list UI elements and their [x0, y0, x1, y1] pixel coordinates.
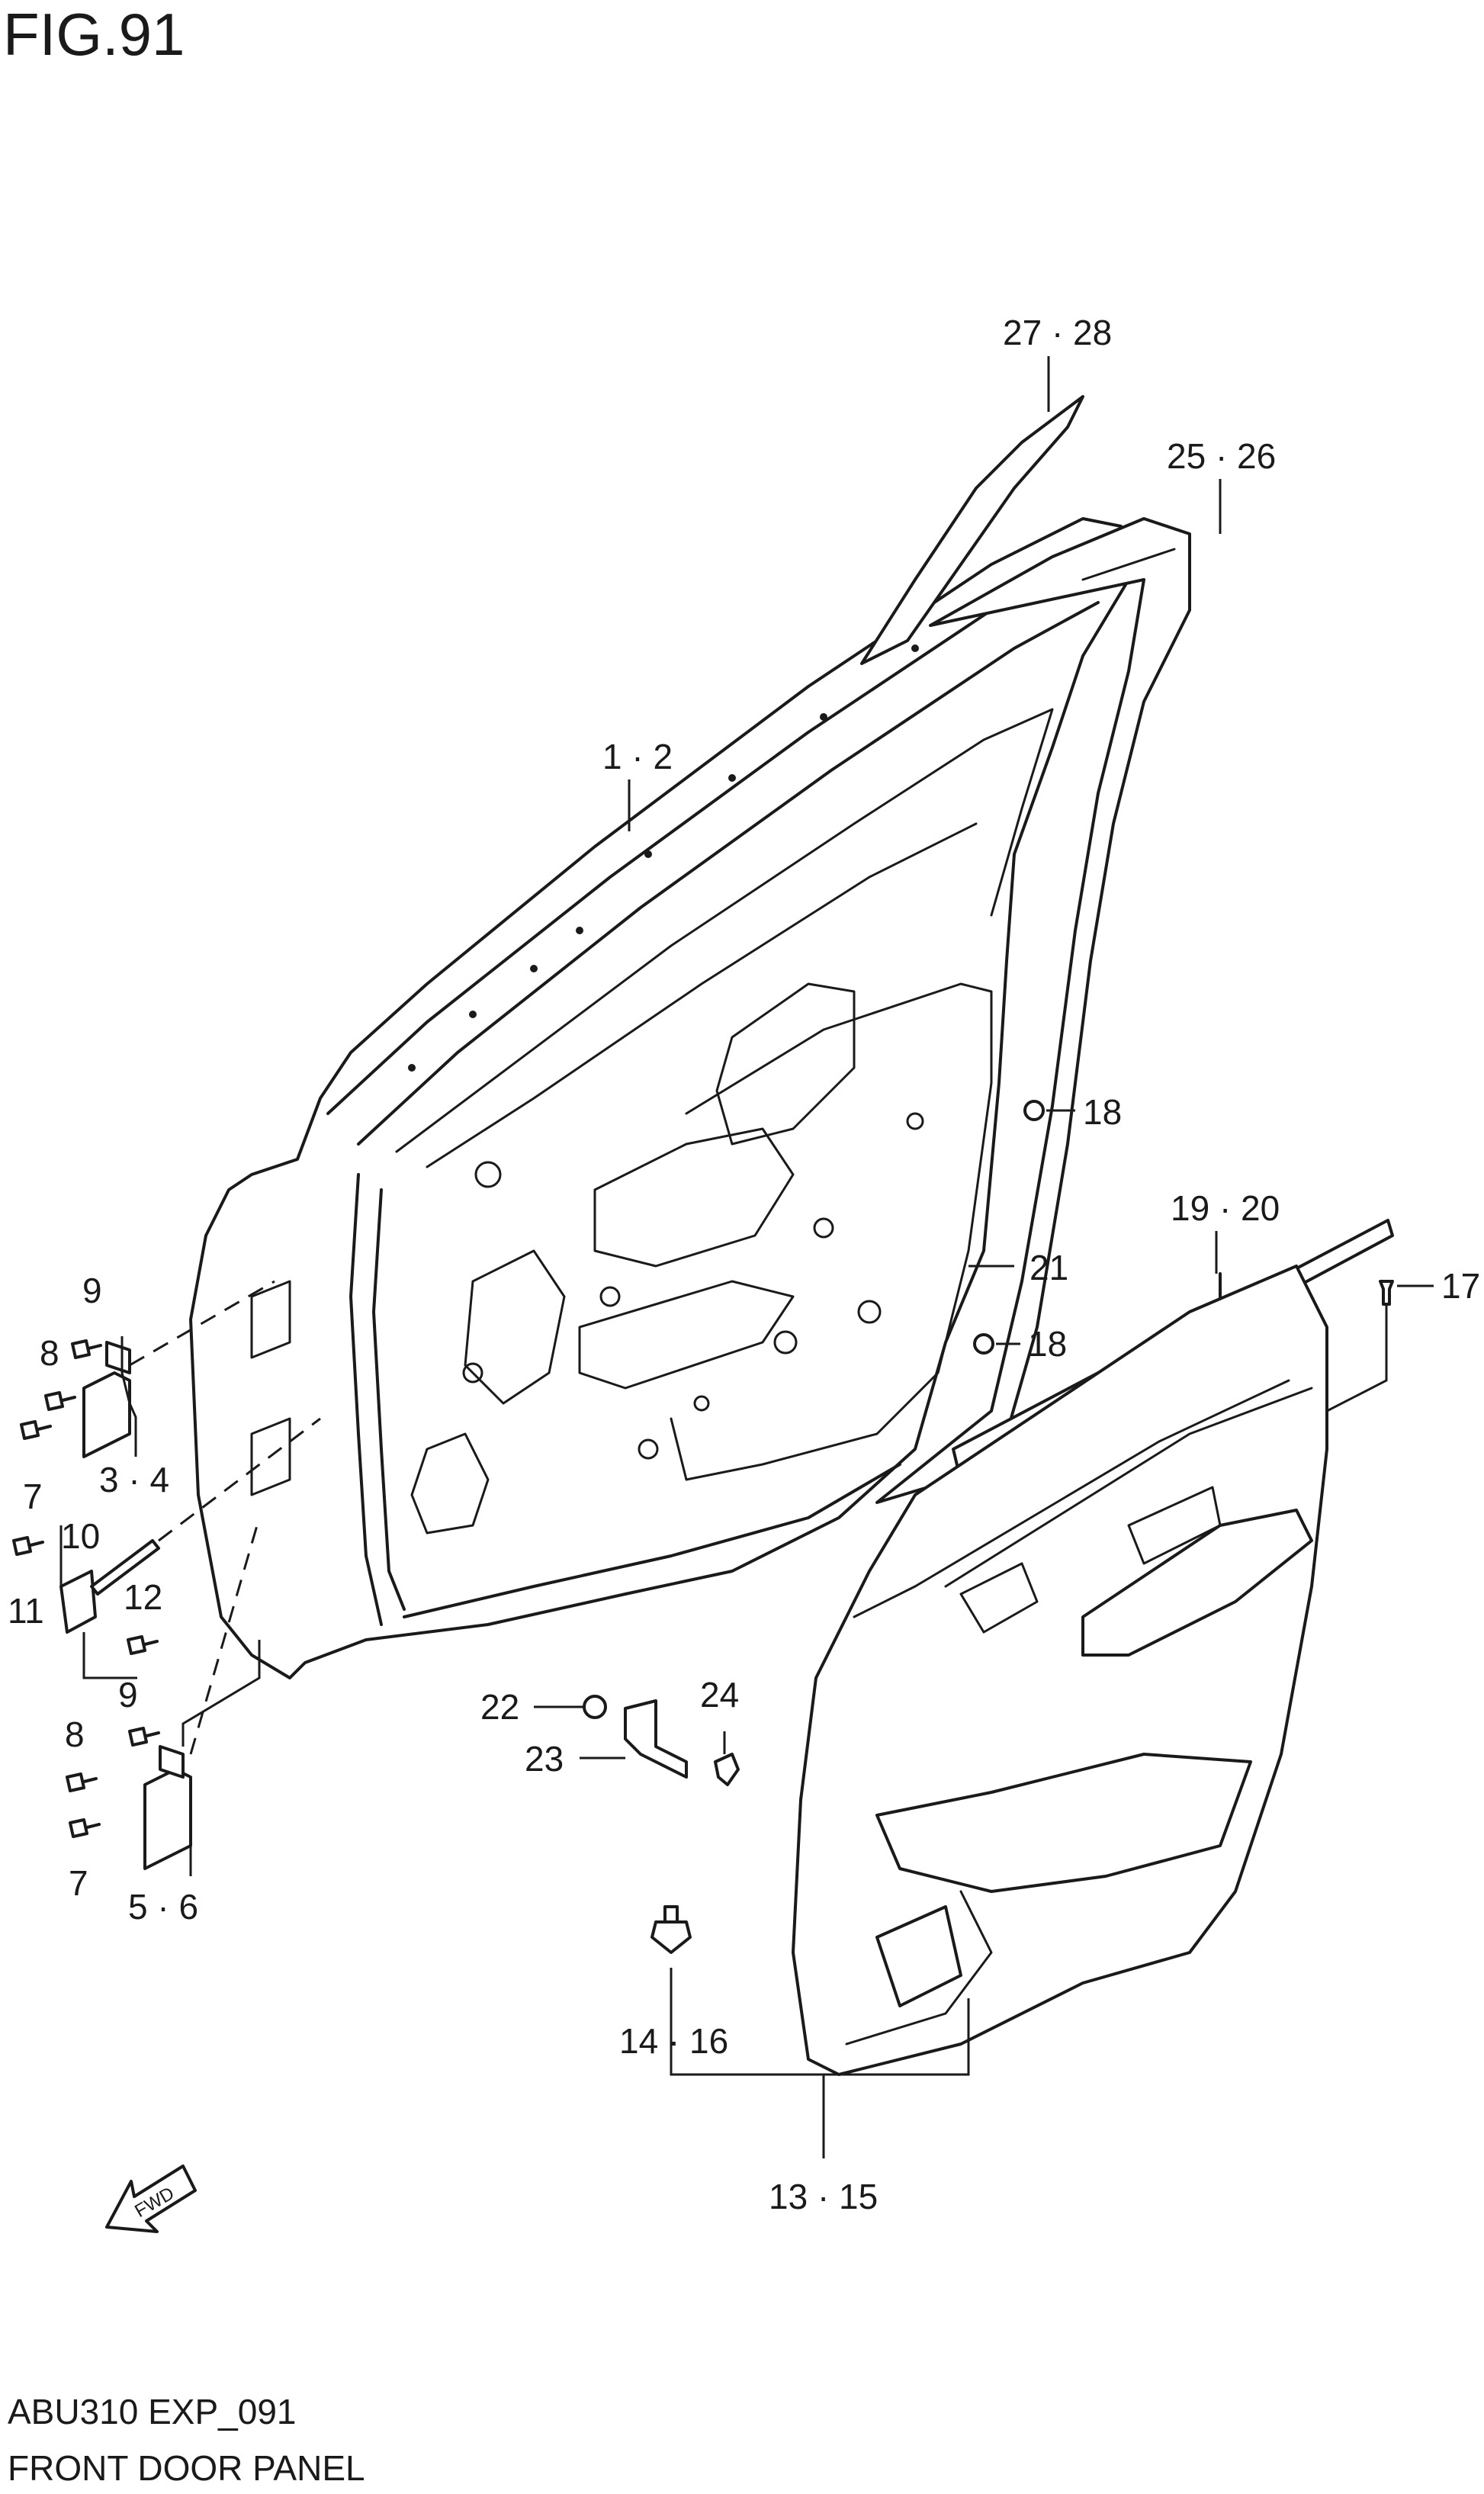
door-check-bolts — [12, 1536, 159, 1655]
grommet-18-upper — [1023, 1100, 1045, 1121]
figure-name: FRONT DOOR PANEL — [8, 2448, 365, 2488]
clip-22 — [583, 1695, 607, 1719]
callout-8-lower: 8 — [65, 1715, 85, 1754]
callout-18-upper: 18 — [1083, 1092, 1122, 1132]
fwd-arrow-icon: FWD — [105, 2165, 197, 2233]
callouts: 27 · 28 25 · 26 1 · 2 18 21 19 · 20 17 1… — [8, 313, 1480, 2216]
callout-21: 21 — [1029, 1248, 1068, 1287]
door-check — [59, 1417, 321, 1634]
callout-10: 10 — [61, 1516, 100, 1556]
callout-27-28: 27 · 28 — [1003, 313, 1112, 352]
callout-14-16: 14 · 16 — [619, 2021, 728, 2061]
trim-clip — [650, 1905, 692, 1954]
callout-25-26: 25 · 26 — [1167, 436, 1276, 476]
callout-13-15: 13 · 15 — [769, 2177, 878, 2216]
callout-23: 23 — [525, 1739, 564, 1779]
callout-11: 11 — [8, 1591, 44, 1631]
lower-hinge-bolts — [66, 1727, 160, 1838]
door-trim-panel — [792, 1265, 1328, 2076]
screw-17 — [1379, 1280, 1394, 1306]
callout-9-lower: 9 — [118, 1675, 138, 1715]
callout-9-upper: 9 — [82, 1271, 102, 1310]
door-outer-panel — [189, 517, 1130, 1679]
callout-12: 12 — [124, 1577, 162, 1617]
callout-24: 24 — [700, 1675, 739, 1715]
window-channel — [860, 395, 1084, 665]
grommet-18-lower — [973, 1333, 994, 1355]
lower-hinge — [143, 1517, 261, 1870]
callout-19-20: 19 · 20 — [1171, 1188, 1280, 1228]
callout-18-lower: 18 — [1028, 1324, 1067, 1364]
callout-22: 22 — [480, 1687, 519, 1727]
upper-hinge — [82, 1280, 275, 1458]
door-sealing-screen — [670, 982, 993, 1481]
callout-17: 17 — [1441, 1266, 1480, 1306]
figure-title: FIG.91 — [3, 1, 185, 68]
pin-24 — [714, 1753, 740, 1786]
callout-8-upper: 8 — [40, 1333, 59, 1373]
callout-1-2: 1 · 2 — [602, 737, 673, 776]
callout-3-4: 3 · 4 — [99, 1460, 169, 1499]
trim-bracket — [624, 1699, 688, 1779]
figure-code: ABU310 EXP_091 — [8, 2392, 297, 2431]
callout-5-6: 5 · 6 — [128, 1887, 198, 1927]
upper-hinge-bolts — [20, 1339, 102, 1440]
callout-7-upper: 7 — [23, 1477, 43, 1516]
callout-7-lower: 7 — [69, 1863, 88, 1903]
